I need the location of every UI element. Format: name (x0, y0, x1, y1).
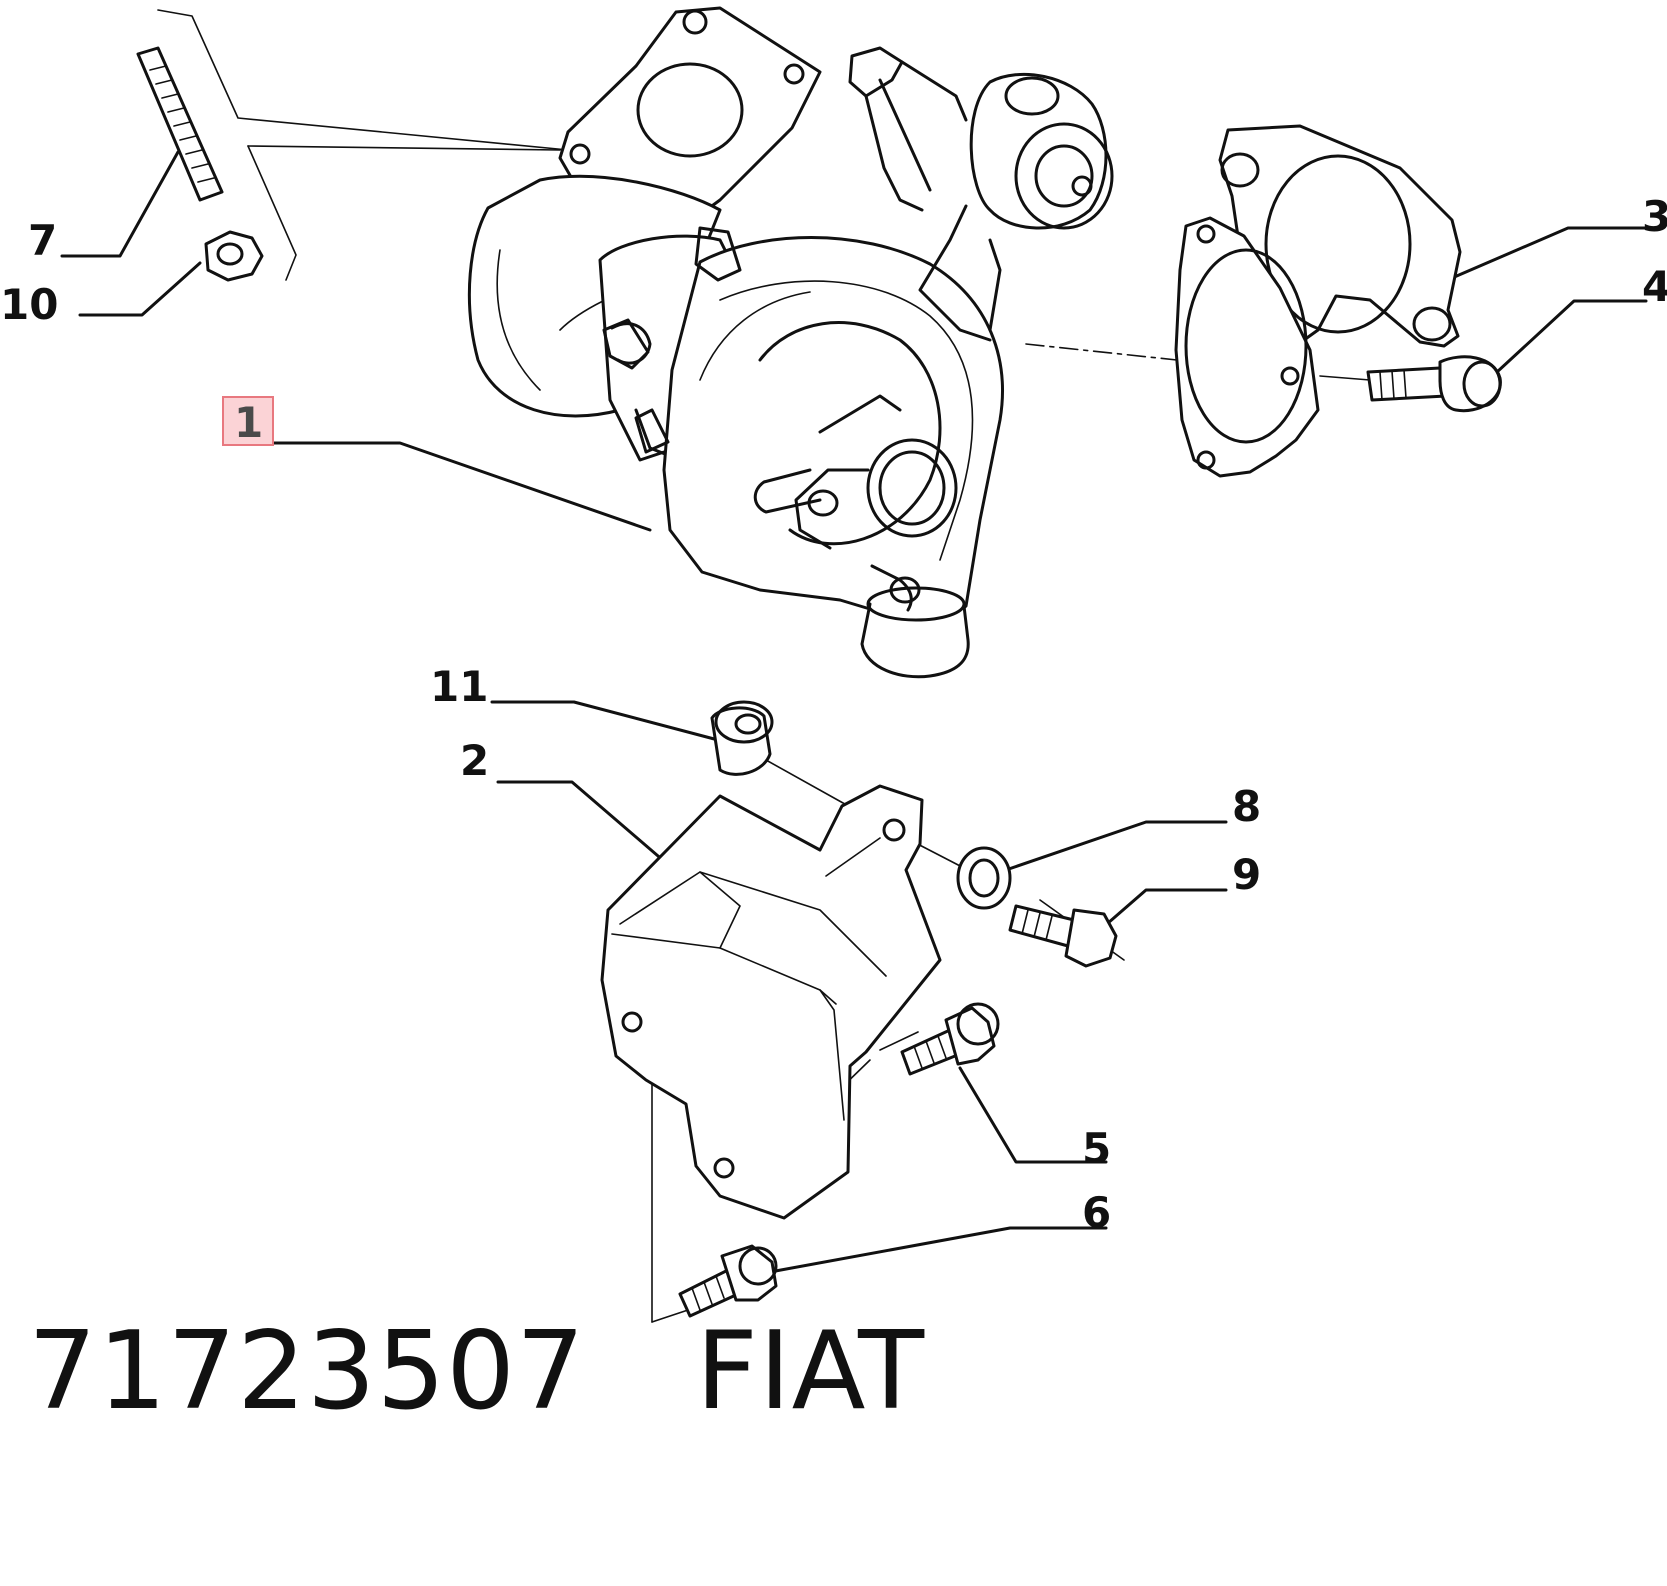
bolt-9 (1008, 904, 1118, 968)
callout-9[interactable]: 9 (1232, 850, 1262, 899)
leader-line-6 (768, 1226, 1108, 1274)
leader-line-9 (1098, 888, 1228, 932)
leader-lines (60, 150, 1648, 1274)
turbocharger (467, 6, 1114, 679)
stud (136, 46, 224, 202)
leader-line-7 (60, 150, 180, 258)
gasket-ring (1174, 216, 1320, 478)
bolt-4 (1366, 355, 1502, 413)
washer-11 (710, 700, 774, 776)
callout-6[interactable]: 6 (1082, 1188, 1112, 1237)
callout-4[interactable]: 4 (1642, 262, 1667, 311)
leader-line-3 (1450, 226, 1648, 280)
callout-5[interactable]: 5 (1082, 1124, 1112, 1173)
callout-1[interactable]: 1 (234, 398, 264, 447)
callout-7[interactable]: 7 (28, 216, 58, 265)
leader-line-10 (78, 261, 202, 317)
callout-8[interactable]: 8 (1232, 782, 1262, 831)
bolt-6 (678, 1244, 778, 1318)
leader-line-5 (958, 1066, 1108, 1164)
leader-line-1 (262, 441, 652, 532)
callout-3[interactable]: 3 (1642, 192, 1667, 241)
bolt-5 (900, 1002, 1000, 1076)
brand-name: FIAT (695, 1309, 926, 1434)
heat-shield (600, 784, 942, 1220)
leader-line-4 (1482, 299, 1648, 386)
leader-line-11 (490, 700, 720, 742)
leader-line-8 (998, 820, 1228, 874)
callout-2[interactable]: 2 (460, 736, 490, 785)
nut (204, 230, 264, 282)
washer-8 (956, 846, 1012, 910)
part-number: 71723507 (28, 1309, 586, 1434)
stud-bracket-lines (157, 9, 569, 281)
selected-callout-highlight (222, 396, 274, 446)
callout-10[interactable]: 10 (0, 280, 59, 329)
leader-line-2 (496, 780, 667, 864)
callout-11[interactable]: 11 (430, 662, 489, 711)
